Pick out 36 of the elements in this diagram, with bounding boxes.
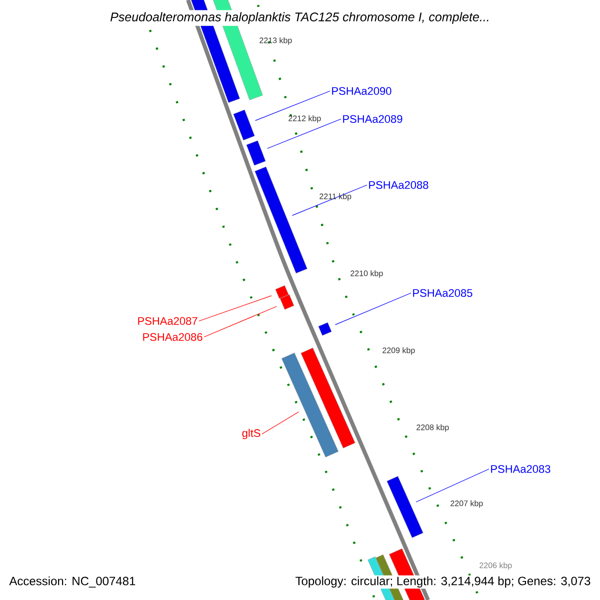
- leader-line: [334, 292, 412, 325]
- gene-label: PSHAa2085: [413, 289, 472, 297]
- leader-line: [266, 118, 342, 149]
- gene-label: PSHAa2083: [491, 465, 550, 473]
- gene-feature: [318, 322, 332, 336]
- leader-line: [262, 412, 299, 434]
- gene-label: PSHAa2090: [332, 87, 392, 95]
- gene-feature: [254, 166, 308, 274]
- gene-feature: [300, 348, 356, 448]
- leader-line: [292, 184, 368, 216]
- tick-label: 2210 kbp: [350, 270, 383, 278]
- accession-text: Accession: NC_007481: [8, 575, 137, 589]
- gene-feature: [275, 285, 289, 299]
- gene-feature: [246, 140, 266, 166]
- gene-label: gltS: [242, 428, 260, 440]
- gene-feature: [280, 294, 294, 310]
- gene-feature: [386, 476, 424, 538]
- tick-label: 2209 kbp: [382, 347, 415, 355]
- tick-label: 2211 kbp: [320, 193, 352, 201]
- title: Pseudoalteromonas haloplanktis TAC125 chromosome I, complete...: [108, 10, 492, 26]
- gene-label: PSHAa2086: [143, 333, 202, 341]
- gene-feature: [282, 352, 338, 458]
- tick-label: 2207 kbp: [450, 500, 483, 508]
- leader-line: [198, 295, 272, 322]
- topology-text: Topology: circular; Length: 3,214,944 bp; Genes: 3,073: [294, 575, 592, 589]
- leader-line: [204, 306, 278, 338]
- leader-line: [255, 90, 330, 121]
- tick-label: 2206 kbp: [480, 562, 512, 570]
- gene-label: PSHAa2087: [138, 317, 198, 325]
- gene-label: PSHAa2089: [343, 115, 402, 123]
- tick-label: 2213 kbp: [260, 37, 292, 45]
- gene-label: PSHAa2088: [369, 181, 428, 189]
- tick-label: 2208 kbp: [416, 424, 449, 432]
- leader-line: [416, 468, 490, 502]
- gene-feature: [233, 110, 255, 140]
- tick-label: 2212 kbp: [288, 115, 321, 123]
